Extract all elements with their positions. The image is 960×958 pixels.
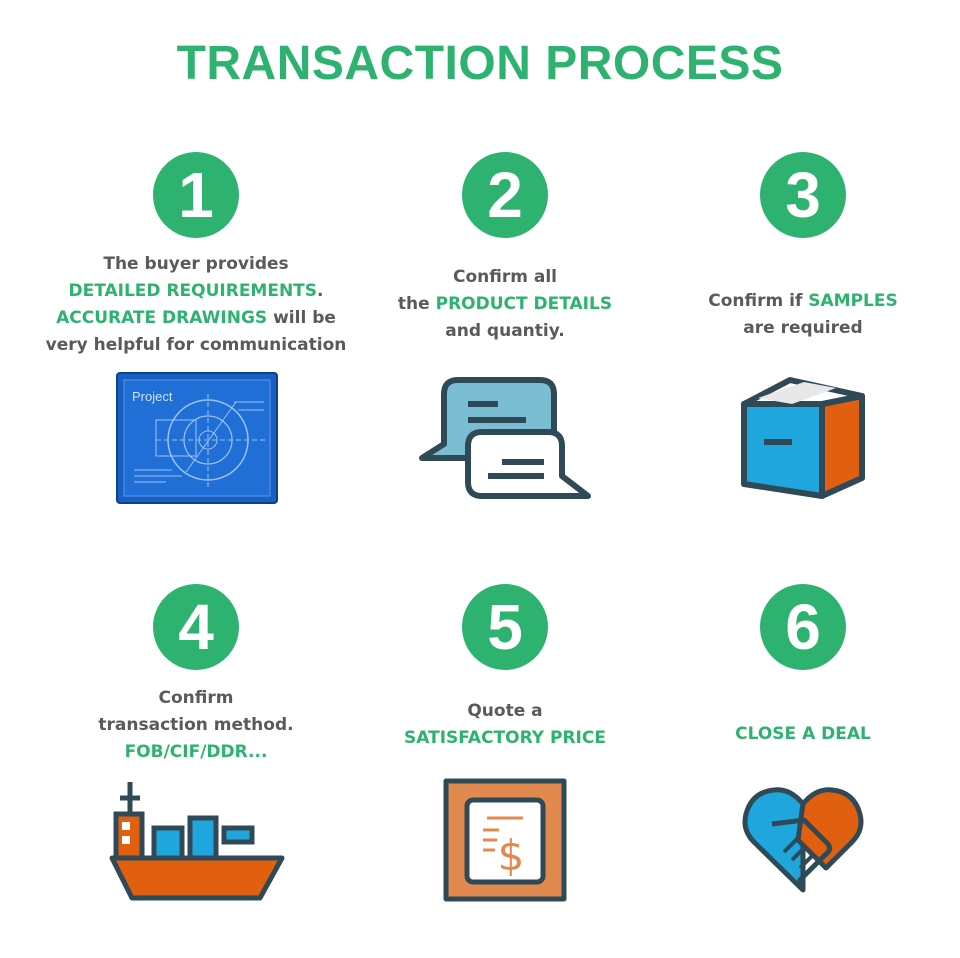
step-description-2: Confirm all the PRODUCT DETAILS and quanti… bbox=[355, 264, 655, 345]
description-line: are required bbox=[653, 315, 953, 342]
blueprint-label: Project bbox=[132, 389, 173, 404]
step-number-3: 3 bbox=[760, 152, 846, 238]
description-line: Quote a bbox=[355, 698, 655, 725]
step-number-2: 2 bbox=[462, 152, 548, 238]
step-description-6: CLOSE A DEAL bbox=[653, 721, 953, 748]
description-text: . bbox=[317, 281, 324, 301]
highlight-text: CLOSE A DEAL bbox=[735, 724, 871, 744]
description-line: FOB/CIF/DDR... bbox=[46, 739, 346, 766]
price-quote-icon: $ bbox=[443, 778, 567, 902]
description-line: ACCURATE DRAWINGS will be bbox=[0, 305, 392, 332]
description-text: Confirm bbox=[158, 688, 234, 708]
highlight-text: SATISFACTORY PRICE bbox=[404, 728, 606, 748]
description-line: Confirm all bbox=[355, 264, 655, 291]
description-text: transaction method. bbox=[98, 715, 294, 735]
description-line: transaction method. bbox=[46, 712, 346, 739]
handshake-heart-icon bbox=[742, 787, 864, 893]
description-text: the bbox=[397, 294, 436, 314]
highlight-text: PRODUCT DETAILS bbox=[435, 294, 613, 314]
step-number-1: 1 bbox=[153, 152, 239, 238]
box-icon bbox=[741, 377, 865, 499]
step-description-3: Confirm if SAMPLES are required bbox=[653, 288, 953, 342]
highlight-text: DETAILED REQUIREMENTS bbox=[68, 281, 318, 301]
step-number-4: 4 bbox=[153, 584, 239, 670]
description-line: The buyer provides bbox=[0, 251, 392, 278]
svg-text:$: $ bbox=[498, 831, 525, 880]
page-title: TRANSACTION PROCESS bbox=[176, 37, 784, 90]
description-text: and quantiy. bbox=[445, 321, 565, 341]
description-text: are required bbox=[743, 318, 863, 338]
description-line: and quantiy. bbox=[355, 318, 655, 345]
highlight-text: ACCURATE DRAWINGS bbox=[56, 308, 268, 328]
description-text: Confirm if bbox=[708, 291, 809, 311]
step-description-5: Quote a SATISFACTORY PRICE bbox=[355, 698, 655, 752]
description-line: Confirm if SAMPLES bbox=[653, 288, 953, 315]
description-line: SATISFACTORY PRICE bbox=[355, 725, 655, 752]
highlight-text: SAMPLES bbox=[808, 291, 898, 311]
description-line: very helpful for communication bbox=[0, 332, 392, 359]
description-text: Confirm all bbox=[452, 267, 557, 287]
blueprint-icon: Project bbox=[116, 372, 278, 504]
description-text: very helpful for communication bbox=[45, 335, 347, 355]
cargo-ship-icon bbox=[109, 782, 285, 901]
description-text: will be bbox=[267, 308, 336, 328]
chat-bubbles-icon bbox=[419, 377, 591, 499]
description-line: Confirm bbox=[46, 685, 346, 712]
highlight-text: FOB/CIF/DDR... bbox=[124, 742, 268, 762]
step-description-4: Confirm transaction method. FOB/CIF/DDR... bbox=[46, 685, 346, 766]
description-line: DETAILED REQUIREMENTS. bbox=[0, 278, 392, 305]
step-number-5: 5 bbox=[462, 584, 548, 670]
description-text: The buyer provides bbox=[103, 254, 289, 274]
step-number-6: 6 bbox=[760, 584, 846, 670]
description-line: the PRODUCT DETAILS bbox=[355, 291, 655, 318]
description-line: CLOSE A DEAL bbox=[653, 721, 953, 748]
description-text: Quote a bbox=[467, 701, 543, 721]
